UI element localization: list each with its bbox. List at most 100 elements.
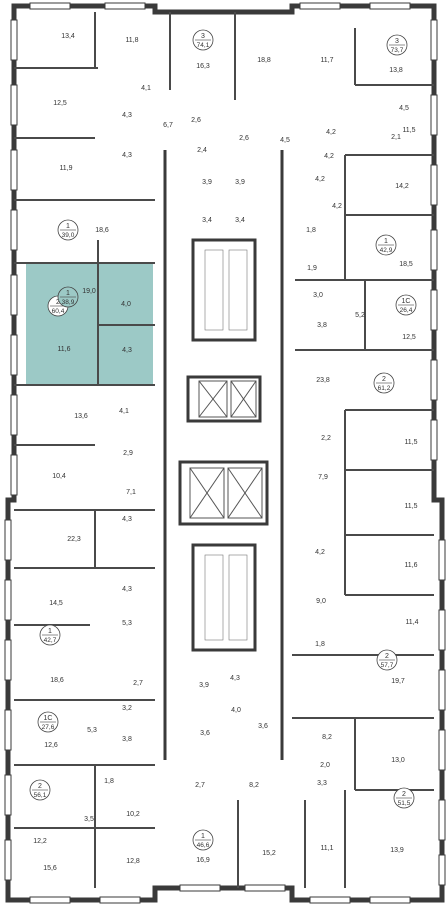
apartment-marker[interactable]: 142,9 xyxy=(375,234,397,256)
room-area-label: 11,6 xyxy=(57,346,70,353)
room-area-label: 2,7 xyxy=(195,782,205,789)
room-area-label: 23,8 xyxy=(316,377,330,384)
room-area-label: 4,0 xyxy=(231,707,241,714)
room-area-label: 4,0 xyxy=(121,301,131,308)
apartment-rooms: 2 xyxy=(56,299,60,306)
apartment-rooms: 1С xyxy=(44,715,53,722)
apartment-area: 57,7 xyxy=(381,662,394,669)
apartment-rooms: 2 xyxy=(402,791,406,798)
apartment-area: 26,4 xyxy=(400,307,413,314)
apartment-area: 42,7 xyxy=(44,637,57,644)
room-area-label: 12,5 xyxy=(402,334,416,341)
room-area-label: 2,6 xyxy=(191,117,201,124)
room-area-label: 3,9 xyxy=(199,682,209,689)
room-area-label: 2,4 xyxy=(197,147,207,154)
room-area-label: 19,7 xyxy=(391,678,405,685)
room-area-label: 15,2 xyxy=(262,850,276,857)
room-area-label: 7,1 xyxy=(126,489,136,496)
apartment-area: 46,6 xyxy=(197,842,210,849)
room-area-label: 3,3 xyxy=(317,780,327,787)
room-area-label: 3,2 xyxy=(122,705,132,712)
apartment-marker[interactable]: 257,7 xyxy=(376,649,398,671)
apartment-marker[interactable]: 256,1 xyxy=(29,779,51,801)
apartment-area: 39,0 xyxy=(62,232,75,239)
apartment-rooms: 2 xyxy=(382,376,386,383)
room-area-label: 8,2 xyxy=(249,782,259,789)
room-area-label: 5,2 xyxy=(355,312,365,319)
windows xyxy=(4,2,446,904)
room-area-label: 12,2 xyxy=(33,838,47,845)
room-area-label: 2,1 xyxy=(391,134,401,141)
room-area-label: 13,9 xyxy=(390,847,404,854)
apartment-rooms: 1 xyxy=(66,290,70,297)
apartment-marker[interactable]: 373,7 xyxy=(386,34,408,56)
apartment-rooms: 2 xyxy=(385,653,389,660)
apartment-area: 74,1 xyxy=(197,42,210,49)
room-area-label: 4,2 xyxy=(324,153,334,160)
room-area-label: 16,3 xyxy=(196,63,210,70)
room-area-label: 2,9 xyxy=(123,450,133,457)
apartment-rooms: 3 xyxy=(201,33,205,40)
room-area-label: 11,5 xyxy=(404,503,417,510)
room-area-label: 5,3 xyxy=(122,620,132,627)
apartment-marker[interactable]: 251,5 xyxy=(393,787,415,809)
apartment-marker[interactable]: 139,0 xyxy=(57,219,79,241)
room-area-label: 13,0 xyxy=(391,757,405,764)
apartment-area: 60,4 xyxy=(52,308,65,315)
core-walls xyxy=(163,150,284,760)
room-area-label: 3,6 xyxy=(200,730,210,737)
apartment-marker[interactable]: 374,1 xyxy=(192,29,214,51)
apartment-area: 51,5 xyxy=(398,800,411,807)
room-area-label: 16,9 xyxy=(196,857,210,864)
room-area-label: 4,1 xyxy=(141,85,151,92)
room-area-label: 11,9 xyxy=(59,165,72,172)
apartment-rooms: 3 xyxy=(395,38,399,45)
apartment-rooms: 1 xyxy=(201,833,205,840)
apartment-area: 61,2 xyxy=(378,385,391,392)
room-area-label: 3,8 xyxy=(122,736,132,743)
room-area-label: 12,6 xyxy=(44,742,58,749)
stairs xyxy=(204,249,248,641)
room-area-label: 2,2 xyxy=(321,435,331,442)
apartment-marker[interactable]: 146,6 xyxy=(192,829,214,851)
apartment-marker[interactable]: 261,2 xyxy=(373,372,395,394)
room-area-label: 4,3 xyxy=(122,112,132,119)
room-area-label: 4,3 xyxy=(122,586,132,593)
selected-apartment-marker[interactable]: 138,9 xyxy=(57,286,79,308)
room-area-label: 3,0 xyxy=(313,292,323,299)
room-area-label: 4,1 xyxy=(119,408,129,415)
room-area-label: 13,4 xyxy=(61,33,75,40)
room-area-label: 10,2 xyxy=(126,811,140,818)
apartment-area: 56,1 xyxy=(34,792,47,799)
room-area-label: 7,9 xyxy=(318,474,328,481)
room-area-label: 11,5 xyxy=(404,439,417,446)
room-area-label: 9,0 xyxy=(316,598,326,605)
room-area-label: 15,6 xyxy=(43,865,57,872)
room-area-label: 5,3 xyxy=(87,727,97,734)
room-area-label: 3,4 xyxy=(202,217,212,224)
room-area-label: 4,2 xyxy=(315,549,325,556)
room-area-label: 4,3 xyxy=(122,347,132,354)
partition-walls xyxy=(14,12,434,888)
room-area-label: 4,5 xyxy=(399,105,409,112)
room-area-label: 11,7 xyxy=(320,57,333,64)
room-area-label: 10,4 xyxy=(52,473,66,480)
apartment-rooms: 2 xyxy=(38,783,42,790)
room-area-label: 13,6 xyxy=(74,413,88,420)
room-area-label: 2,0 xyxy=(320,762,330,769)
room-area-label: 2,7 xyxy=(133,680,143,687)
apartment-rooms: 1 xyxy=(48,628,52,635)
apartment-marker[interactable]: 1С 26,4 xyxy=(395,294,417,316)
elevators xyxy=(189,380,263,519)
apartment-area: 38,9 xyxy=(62,299,75,306)
apartment-marker[interactable]: 142,7 xyxy=(39,624,61,646)
apartment-rooms: 1 xyxy=(66,223,70,230)
room-area-label: 4,2 xyxy=(332,203,342,210)
room-area-label: 4,3 xyxy=(230,675,240,682)
room-area-label: 4,5 xyxy=(280,137,290,144)
room-area-label: 14,5 xyxy=(49,600,63,607)
apartment-rooms: 1С xyxy=(402,298,411,305)
